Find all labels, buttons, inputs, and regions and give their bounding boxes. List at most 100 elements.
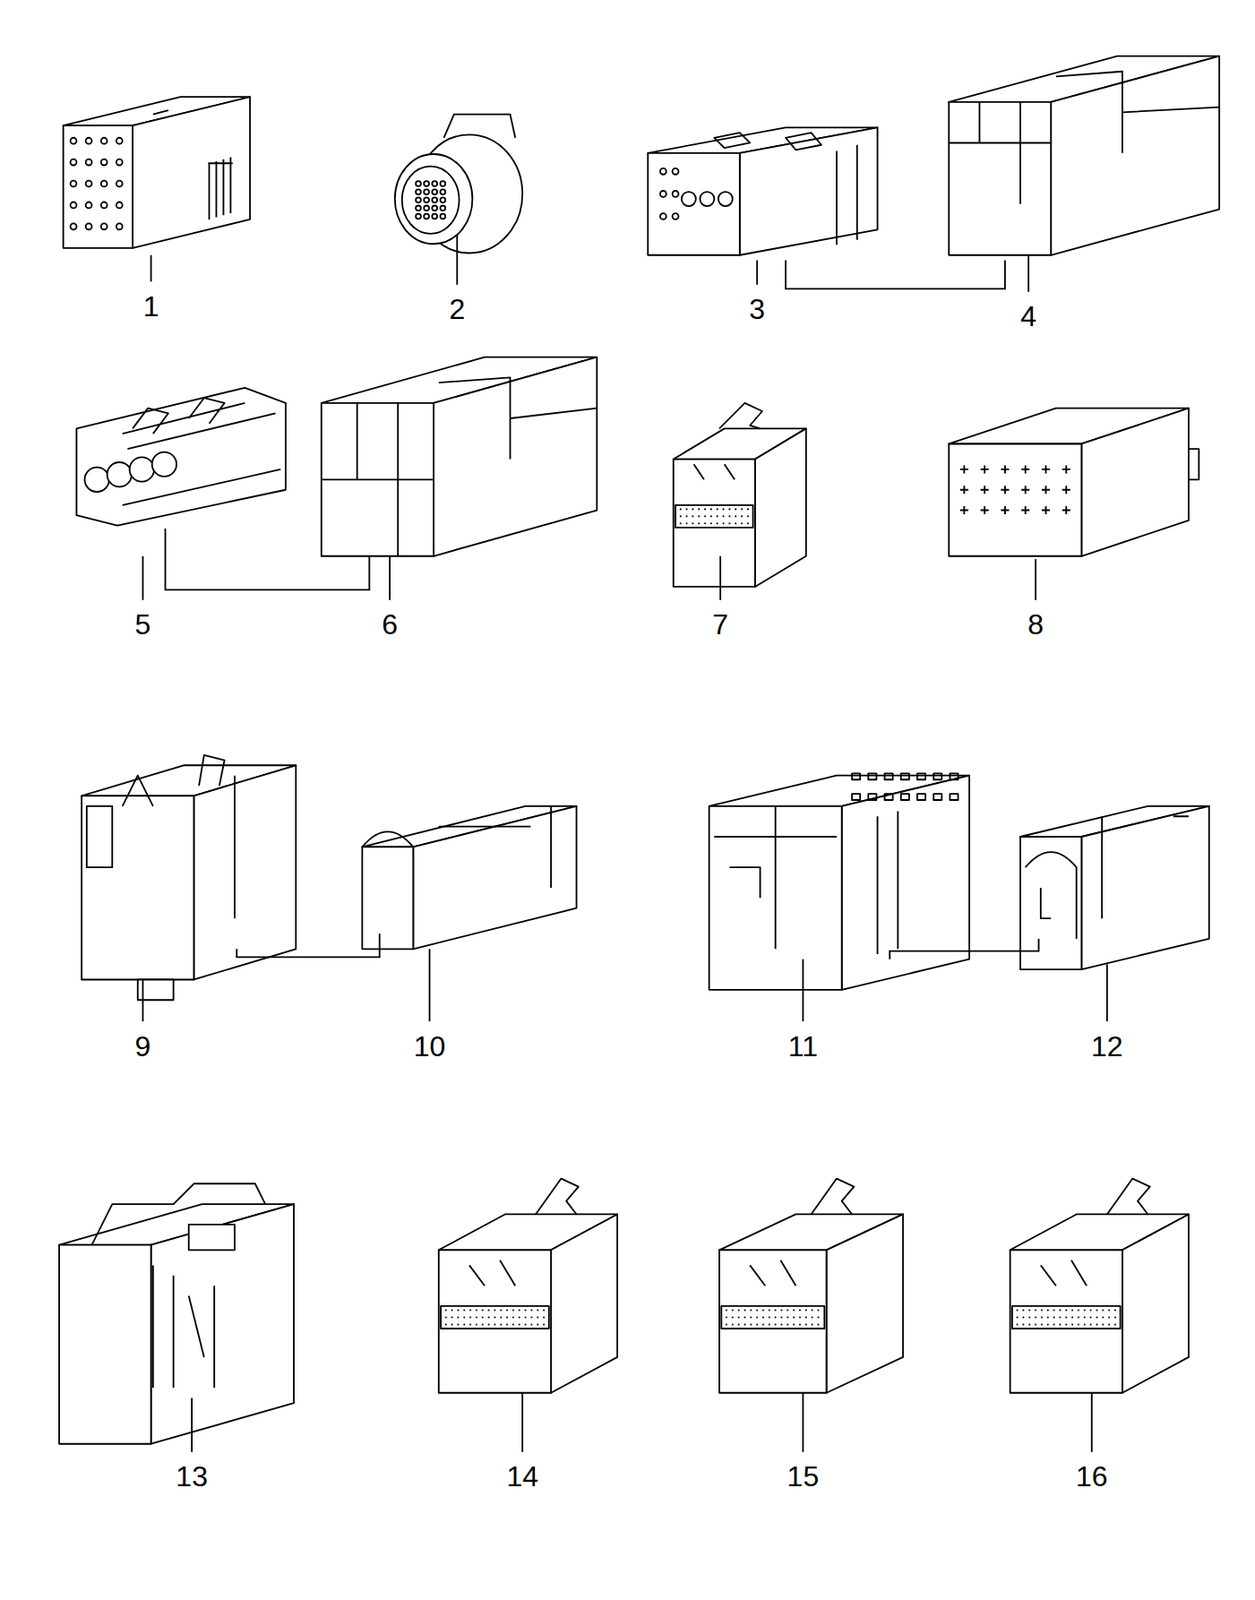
- pin-dot: [816, 1308, 819, 1311]
- callout-number: 15: [787, 1461, 820, 1491]
- pin-dot: [768, 1308, 771, 1311]
- pin-mark: [960, 464, 969, 473]
- pin-dot: [722, 522, 725, 525]
- pin-cavity: [415, 214, 422, 220]
- pairing-bracket: [165, 528, 370, 590]
- pin-dot: [481, 1323, 484, 1325]
- pin-dot: [691, 522, 694, 525]
- pin-dot: [1022, 1315, 1024, 1318]
- connector-housing: [438, 1178, 618, 1393]
- pin-dot: [774, 1323, 777, 1325]
- housing-front: [948, 443, 1082, 556]
- part-detail: [1040, 1260, 1087, 1286]
- connector-housing: [1010, 1178, 1189, 1393]
- pin-cavity: [70, 180, 78, 188]
- connector-housing: [719, 1178, 903, 1393]
- pin-cavity: [699, 191, 714, 207]
- contact-ring: [129, 456, 155, 482]
- pin-dot: [786, 1315, 789, 1318]
- pin-dot: [756, 1308, 758, 1311]
- pin-dot: [740, 515, 743, 517]
- pin-dot: [697, 507, 700, 510]
- pin-dot: [716, 507, 719, 510]
- pin-dot: [542, 1308, 545, 1311]
- pin-cavity: [917, 773, 926, 800]
- connector-housing: [63, 96, 250, 249]
- housing-front: [59, 1245, 152, 1445]
- pin-dot: [1016, 1308, 1019, 1311]
- pin-dot: [710, 522, 713, 525]
- housing-side: [842, 775, 970, 990]
- pin-dot: [811, 1315, 814, 1318]
- pin-cavity: [415, 197, 422, 203]
- pin-dot: [542, 1315, 545, 1318]
- pin-dot: [774, 1315, 777, 1318]
- pin-dot: [1114, 1315, 1117, 1318]
- pin-dot: [731, 1308, 734, 1311]
- connector-face: [395, 154, 473, 244]
- connector-housing: [709, 773, 970, 989]
- pin-dot: [743, 1308, 746, 1311]
- housing-front: [63, 125, 133, 249]
- pin-cavity: [439, 214, 446, 220]
- pin-dot: [749, 1315, 752, 1318]
- part-detail: [1025, 816, 1189, 939]
- pin-dot: [1047, 1323, 1049, 1325]
- pin-dot: [1058, 1308, 1061, 1311]
- pin-mark: [980, 506, 989, 515]
- round-connector: [395, 114, 523, 254]
- pin-dot: [1040, 1323, 1043, 1325]
- pin-dot: [524, 1315, 527, 1318]
- pin-dot: [738, 1308, 740, 1311]
- pin-dot: [1016, 1323, 1019, 1325]
- pin-cavity: [116, 202, 123, 209]
- pin-cavity: [70, 159, 78, 166]
- locking-tab: [1107, 1178, 1151, 1215]
- pin-dot: [1077, 1315, 1080, 1318]
- pin-dot: [1034, 1323, 1037, 1325]
- contact-ring: [152, 452, 177, 477]
- pin-dot: [799, 1308, 801, 1311]
- locking-tab: [719, 403, 763, 429]
- callout-number: 11: [788, 1031, 818, 1061]
- pin-dot: [512, 1308, 515, 1311]
- callout-number: 12: [1091, 1031, 1124, 1061]
- pin-cavity: [868, 773, 877, 800]
- pin-dot: [716, 515, 719, 517]
- pin-dot: [762, 1315, 765, 1318]
- pin-dot: [756, 1323, 758, 1325]
- pin-dot: [1028, 1308, 1031, 1311]
- callout-number: 6: [381, 610, 398, 639]
- pin-dot: [445, 1315, 447, 1318]
- pin-dot: [456, 1315, 459, 1318]
- pin-dot: [792, 1315, 795, 1318]
- pin-cavity: [672, 190, 680, 198]
- pin-mark: [1021, 485, 1030, 494]
- housing-front: [948, 102, 1051, 256]
- pin-mark: [1041, 485, 1050, 494]
- pin-cavity: [423, 180, 430, 187]
- pin-dot: [1065, 1323, 1067, 1325]
- pin-cavity: [85, 202, 93, 209]
- pin-cavity: [681, 191, 697, 207]
- pin-dot: [704, 515, 706, 517]
- connector-housing: [321, 357, 598, 557]
- housing-front: [361, 846, 413, 949]
- housing-front: [1010, 1249, 1123, 1393]
- pin-cavity: [901, 773, 910, 800]
- housing-side: [1081, 806, 1209, 970]
- pin-cavity: [101, 137, 108, 145]
- part-detail: [948, 71, 1220, 205]
- pin-cavity: [85, 180, 93, 188]
- pin-dot: [536, 1308, 539, 1311]
- pin-dot: [475, 1323, 478, 1325]
- pin-dot: [799, 1315, 801, 1318]
- pin-cavity: [431, 180, 438, 187]
- pin-cavity: [116, 159, 123, 166]
- pin-dot: [445, 1308, 447, 1311]
- callout-number: 8: [1027, 610, 1044, 639]
- pin-dot: [1034, 1308, 1037, 1311]
- pin-dot: [768, 1323, 771, 1325]
- pin-cavity: [439, 189, 446, 195]
- pin-dot: [499, 1315, 502, 1318]
